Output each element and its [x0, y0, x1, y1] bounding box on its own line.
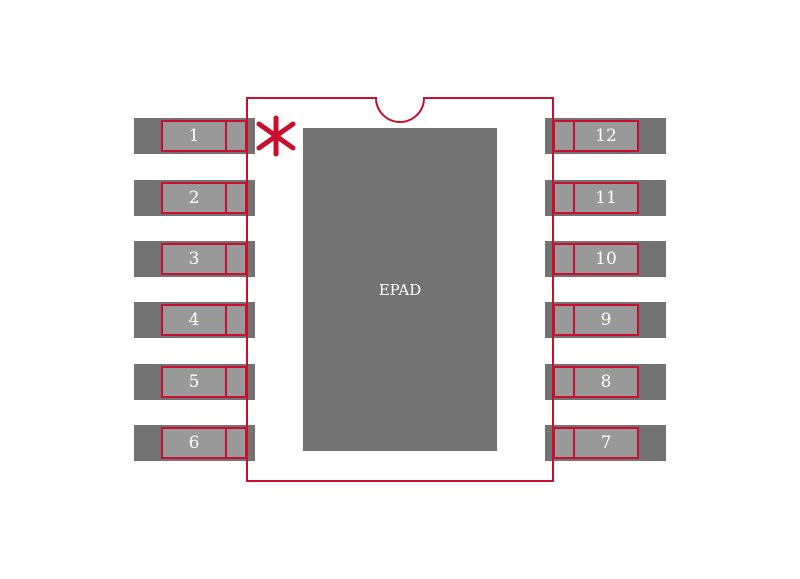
pin-11-land	[553, 182, 639, 214]
pin-10: 10	[545, 241, 666, 277]
pin-8: 8	[545, 364, 666, 400]
pin-3-label: 3	[189, 249, 200, 269]
epad	[303, 128, 497, 451]
pin1-marker-icon	[256, 115, 296, 157]
pin-5: 5	[134, 364, 255, 400]
pin-12-label: 12	[595, 126, 617, 146]
right-pin-column: 12 11 10 9 8 7	[545, 118, 666, 461]
pin-9-label: 9	[601, 310, 612, 330]
epad-label: EPAD	[379, 281, 422, 299]
pin-2: 2	[134, 180, 255, 216]
pin-5-label: 5	[189, 372, 200, 392]
pin-4: 4	[134, 302, 255, 338]
pin-1: 1	[134, 118, 255, 154]
pin-3-land	[161, 243, 247, 275]
pin-4-label: 4	[189, 310, 200, 330]
pin-7: 7	[545, 425, 666, 461]
pin-5-land	[161, 366, 247, 398]
pin-1-land	[161, 120, 247, 152]
pin-11: 11	[545, 180, 666, 216]
pin-6-land	[161, 427, 247, 459]
pin-8-label: 8	[601, 372, 612, 392]
pin-7-land	[553, 427, 639, 459]
pin-1-label: 1	[189, 126, 200, 146]
pin-7-label: 7	[601, 433, 612, 453]
left-pin-column: 1 2 3 4 5 6	[134, 118, 255, 461]
pin-12: 12	[545, 118, 666, 154]
pin-2-label: 2	[189, 188, 200, 208]
pin-8-land	[553, 366, 639, 398]
package-outline	[246, 97, 554, 482]
pin-4-land	[161, 304, 247, 336]
pin-3: 3	[134, 241, 255, 277]
pin-11-label: 11	[595, 188, 617, 208]
pin-9-land	[553, 304, 639, 336]
pin-6-label: 6	[189, 433, 200, 453]
pin-6: 6	[134, 425, 255, 461]
pin-2-land	[161, 182, 247, 214]
pin-10-label: 10	[595, 249, 617, 269]
pin-9: 9	[545, 302, 666, 338]
